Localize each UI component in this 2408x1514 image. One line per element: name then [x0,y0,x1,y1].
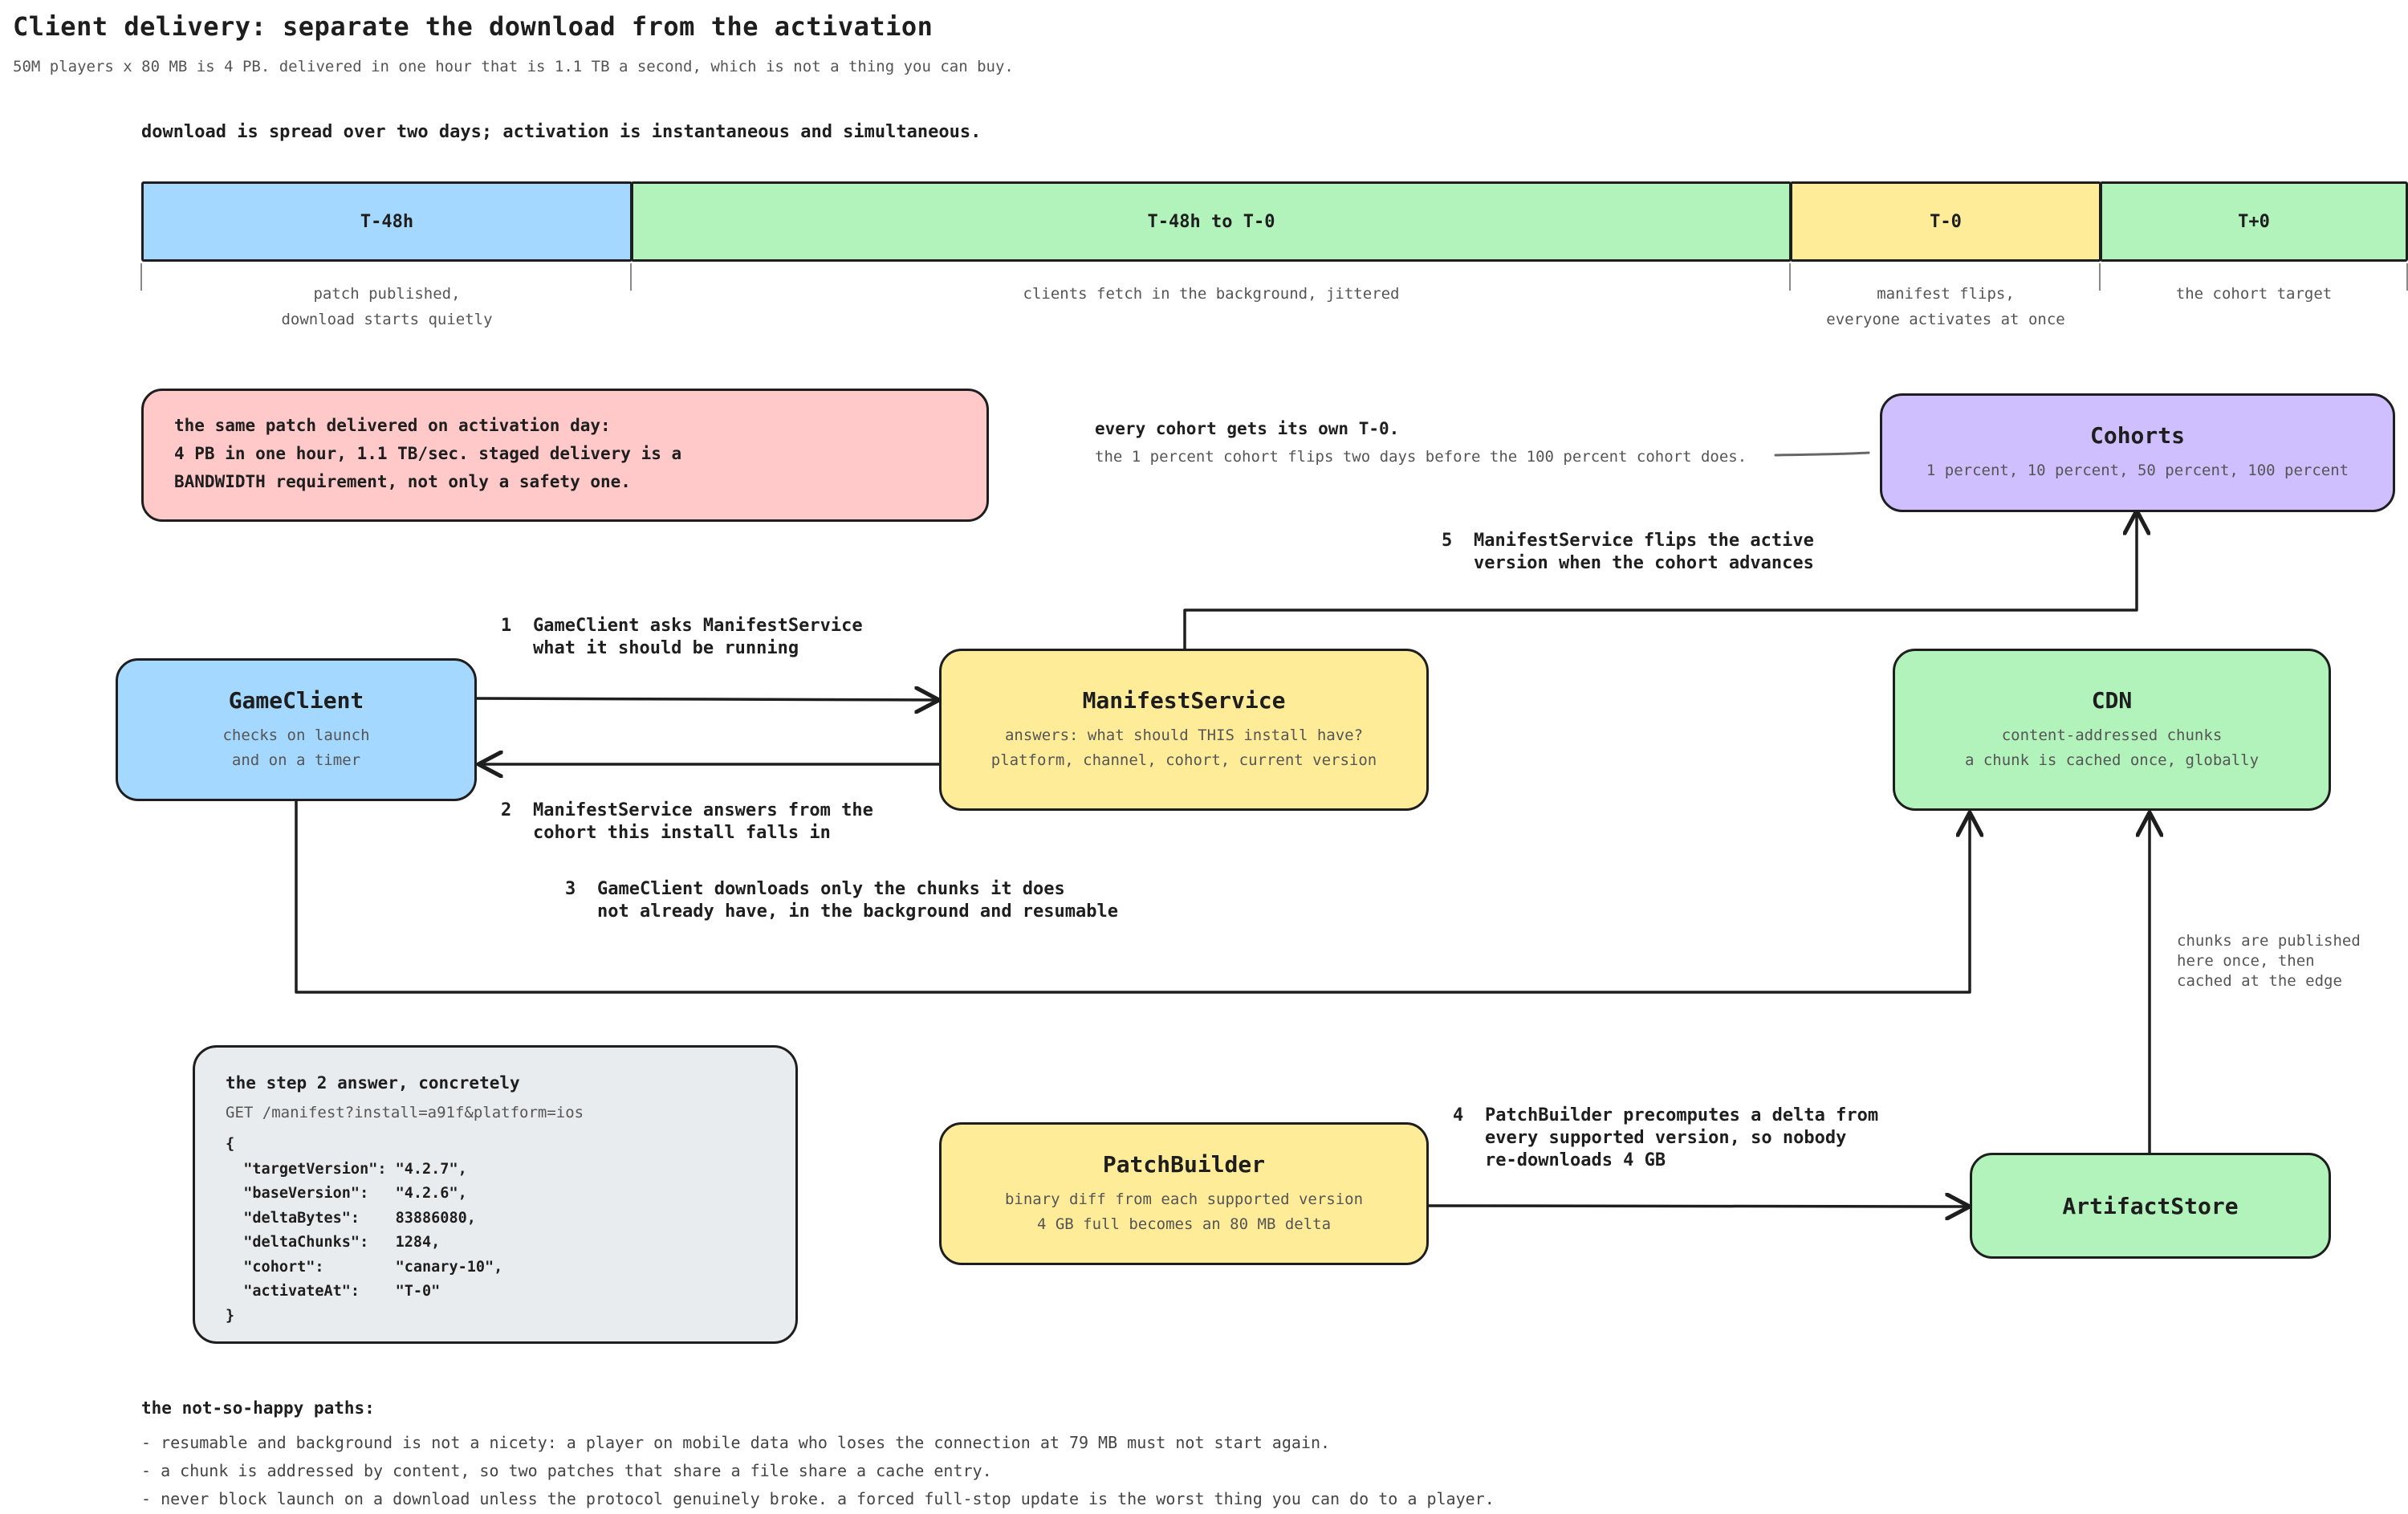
node-cohorts[interactable]: Cohorts 1 percent, 10 percent, 50 percen… [1880,393,2395,512]
caption-line: patch published, [313,285,461,303]
segment-label: T-0 [1930,211,1962,232]
unhappy-paths-heading: the not-so-happy paths: [141,1398,375,1418]
node-detail: binary diff from each supported version [1004,1190,1364,1208]
segment-caption: manifest flips, everyone activates at on… [1790,281,2101,332]
list-item: - never block launch on a download unles… [141,1489,1495,1508]
node-manifest-service[interactable]: ManifestService answers: what should THI… [939,649,1429,811]
segment-label: T-48h to T-0 [1147,211,1275,232]
manifest-response-example: the step 2 answer, concretely GET /manif… [193,1045,798,1344]
note-line: the same patch delivered on activation d… [174,416,611,435]
cohort-note-heading: every cohort gets its own T-0. [1095,419,1400,438]
step-number: 4 [1453,1105,1464,1125]
step-number: 3 [565,879,576,899]
segment-label: T-48h [360,211,414,232]
segment-label: T+0 [2238,211,2270,232]
timeline-lead: download is spread over two days; activa… [141,122,982,142]
node-title: CDN [2091,686,2133,714]
step-5-label: ManifestService flips the active version… [1474,531,1814,573]
node-title: GameClient [228,686,364,714]
cohort-note-detail: the 1 percent cohort flips two days befo… [1095,448,1747,466]
segment-caption: the cohort target [2100,281,2408,307]
arrow-step-5 [1183,511,2137,650]
timeline-segment-t-0: T-0 [1790,181,2101,262]
node-title: PatchBuilder [1102,1150,1266,1178]
node-detail: 4 GB full becomes an 80 MB delta [1036,1215,1332,1233]
node-detail: 1 percent, 10 percent, 50 percent, 100 p… [1926,462,2349,479]
list-item: - a chunk is addressed by content, so tw… [141,1461,992,1480]
step-number: 5 [1442,531,1453,551]
step-number: 1 [501,616,512,636]
list-item: - resumable and background is not a nice… [141,1433,1331,1452]
step-3-label: GameClient downloads only the chunks it … [597,879,1119,922]
step-number: 2 [501,800,512,820]
node-detail: answers: what should THIS install have? [1004,726,1364,744]
cohort-note-connector [1774,451,1870,457]
caption-line: the cohort target [2175,285,2333,303]
node-title: ManifestService [1082,686,1286,714]
caption-line: everyone activates at once [1826,311,2065,328]
code-box-json: { "targetVersion": "4.2.7", "baseVersion… [226,1136,503,1325]
cohort-note: every cohort gets its own T-0. the 1 per… [1095,419,1747,466]
node-title: Cohorts [2089,422,2185,449]
code-box-request: GET /manifest?install=a91f&platform=ios [226,1104,584,1121]
node-title: ArtifactStore [2062,1192,2239,1219]
note-line: 4 PB in one hour, 1.1 TB/sec. staged del… [174,444,682,463]
arrow-step-4 [1427,1206,1970,1207]
node-detail: a chunk is cached once, globally [1964,751,2260,769]
node-detail: content-addressed chunks [2001,726,2223,744]
step-2-label: ManifestService answers from the cohort … [533,800,873,843]
arrow-step-1 [475,698,939,700]
node-cdn[interactable]: CDN content-addressed chunks a chunk is … [1893,649,2331,811]
node-game-client[interactable]: GameClient checks on launch and on a tim… [116,658,477,801]
timeline-segment-download-window: T-48h to T-0 [631,181,1792,262]
node-detail: and on a timer [231,751,361,769]
segment-caption: patch published, download starts quietly [141,281,633,332]
timeline-segment-t-plus-0: T+0 [2100,181,2408,262]
step-1-label: GameClient asks ManifestService what it … [533,616,863,658]
code-box-title: the step 2 answer, concretely [226,1073,520,1093]
bandwidth-warning-note: the same patch delivered on activation d… [141,389,989,522]
page-title: Client delivery: separate the download f… [13,11,934,42]
caption-line: clients fetch in the background, jittere… [1023,285,1400,303]
arrow-step-3 [295,800,1970,994]
publish-note: chunks are published here once, then cac… [2177,932,2361,990]
segment-caption: clients fetch in the background, jittere… [631,281,1792,307]
page-subtitle: 50M players x 80 MB is 4 PB. delivered i… [13,58,1014,75]
step-4-label: PatchBuilder precomputes a delta from ev… [1485,1105,1879,1170]
node-detail: platform, channel, cohort, current versi… [990,751,1377,769]
node-patch-builder[interactable]: PatchBuilder binary diff from each suppo… [939,1122,1429,1265]
note-line: BANDWIDTH requirement, not only a safety… [174,472,631,491]
caption-line: download starts quietly [281,311,493,328]
node-artifact-store[interactable]: ArtifactStore [1970,1153,2331,1259]
node-detail: checks on launch [222,726,370,744]
caption-line: manifest flips, [1877,285,2015,303]
timeline-ticks [140,263,2408,291]
unhappy-paths: the not-so-happy paths: - resumable and … [141,1398,1495,1513]
